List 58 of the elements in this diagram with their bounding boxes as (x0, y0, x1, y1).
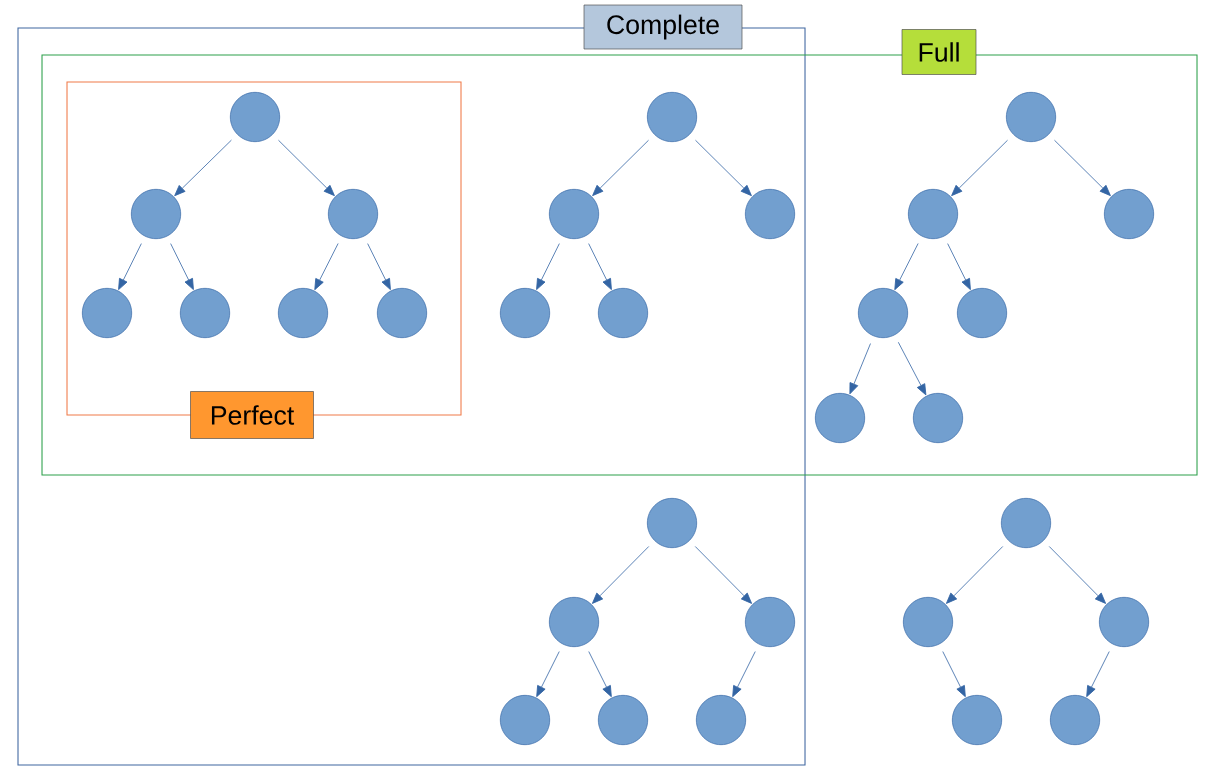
arrow (588, 243, 612, 290)
tree-node-circle (500, 695, 550, 745)
tree-node-circle (903, 597, 953, 647)
tree-node-circle (952, 695, 1002, 745)
tree-node-circle (377, 288, 427, 338)
tree-node-circle (549, 597, 599, 647)
tree-node-circle (598, 288, 648, 338)
region-label: Full (901, 29, 977, 75)
arrow (367, 243, 391, 290)
tree-node-circle (1050, 695, 1100, 745)
tree-node-circle (913, 393, 963, 443)
arrow (1054, 139, 1111, 197)
region-label: Complete (583, 4, 743, 50)
tree-node-circle (278, 288, 328, 338)
arrow (278, 139, 335, 197)
arrow (695, 139, 752, 197)
arrow (951, 139, 1008, 197)
tree-node-circle (647, 92, 697, 142)
tree-node-circle (647, 498, 697, 548)
tree-node-circle (1001, 498, 1051, 548)
tree-node-circle (1006, 92, 1056, 142)
tree-node-circle (131, 189, 181, 239)
arrow (588, 651, 612, 698)
arrow (536, 651, 560, 698)
arrow (942, 651, 966, 698)
tree-node-circle (745, 597, 795, 647)
tree-node-circle (908, 189, 958, 239)
tree-node-circle (815, 393, 865, 443)
arrow (592, 139, 649, 197)
tree-node-circle (598, 695, 648, 745)
region-label: Perfect (190, 391, 314, 439)
arrow (947, 243, 971, 290)
tree-node-circle (549, 189, 599, 239)
arrow (732, 651, 756, 698)
tree-node-circle (858, 288, 908, 338)
arrow (174, 139, 232, 197)
tree-node-circle (696, 695, 746, 745)
tree-node-circle (230, 92, 280, 142)
arrow (894, 243, 919, 291)
arrow (694, 546, 753, 604)
arrow (897, 341, 927, 396)
tree-node-circle (500, 288, 550, 338)
tree-node-circle (180, 288, 230, 338)
tree-node-circle (82, 288, 132, 338)
tree-node-circle (1099, 597, 1149, 647)
tree-node-circle (328, 189, 378, 239)
arrow (118, 243, 142, 290)
arrow (314, 243, 339, 291)
arrow (849, 343, 871, 395)
arrow (536, 243, 560, 290)
arrow (1086, 651, 1110, 698)
arrow (1048, 546, 1107, 604)
arrow (945, 546, 1004, 604)
tree-node-circle (957, 288, 1007, 338)
tree-node-circle (745, 189, 795, 239)
tree-node-circle (1104, 189, 1154, 239)
arrow (591, 546, 650, 604)
arrow (170, 243, 194, 290)
